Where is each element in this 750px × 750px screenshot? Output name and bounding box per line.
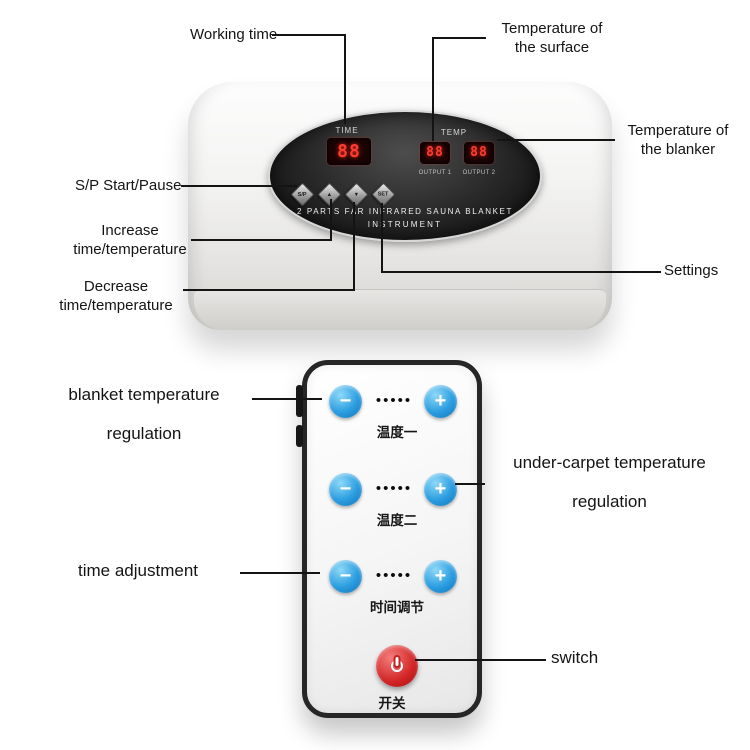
temp-label: TEMP [440,128,468,137]
callout-switch: switch [551,648,599,667]
temp1-minus-button[interactable]: − [329,385,362,418]
temp2-minus-button[interactable]: − [329,473,362,506]
callout-line [252,398,322,400]
callout-line [415,659,546,661]
callout-under-carpet-regulation-line1: under-carpet temperature [513,453,706,472]
callout-under-carpet-regulation: under-carpet temperature regulation [482,452,737,513]
callout-line [330,199,332,241]
temp1-plus-button[interactable]: + [424,385,457,418]
time-display: 88 [327,138,371,165]
callout-start-pause: S/P Start/Pause [75,177,182,194]
power-label: 开关 [378,696,406,711]
time-plus-button[interactable]: + [424,560,457,593]
callout-decrease-line2: time/temperature [59,297,173,314]
up-arrow-icon: ▲ [326,191,333,198]
callout-decrease: Decrease time/temperature [56,277,176,315]
callout-line [240,572,320,574]
remote-row-temperature-1: − ••••• + 温度一 [307,381,477,461]
indicator-dots: ••••• [375,480,413,497]
callout-surface-temperature-line1: Temperature of [501,20,603,37]
device-name-line2: INSTRUMENT [367,220,443,229]
callout-surface-temperature-line2: the surface [514,39,590,56]
temp1-row-label: 温度一 [376,425,418,440]
output1-label: OUTPUT 1 [418,170,452,176]
power-button[interactable] [376,645,418,687]
callout-blanket-regulation: blanket temperature regulation [38,384,250,445]
callout-line [497,139,615,141]
callout-decrease-line1: Decrease [83,278,149,295]
callout-surface-temperature: Temperature of the surface [486,19,618,57]
control-box: TIME 88 TEMP 88 88 OUTPUT 1 OUTPUT 2 S/P… [188,82,612,330]
remote-side-button[interactable] [296,385,303,417]
callout-line [455,483,485,485]
temp2-row-label: 温度二 [376,513,418,528]
remote-control: − ••••• + 温度一 − ••••• + 温度二 − ••••• + 时间… [296,360,482,718]
callout-line [191,239,332,241]
remote-side-button[interactable] [296,425,303,447]
settings-button-label: SET [378,191,389,198]
callout-blanket-regulation-line2: regulation [106,424,182,443]
settings-button[interactable]: SET [371,182,396,207]
callout-blanket-temperature-line1: Temperature of [627,122,729,139]
callout-line [432,37,434,141]
device-name-line1: 2 PARTS FAR INFRARED SAUNA BLANKET [297,207,513,216]
time-label: TIME [335,126,359,135]
temp2-plus-button[interactable]: + [424,473,457,506]
callout-line [183,289,355,291]
time-row-label: 时间调节 [370,600,424,615]
callout-under-carpet-regulation-line2: regulation [572,492,647,511]
surface-temp-display: 88 [420,142,450,164]
callout-settings: Settings [664,262,719,279]
callout-line [353,202,355,291]
callout-working-time: Working time [190,26,278,43]
callout-line [344,34,346,124]
remote-row-temperature-2: − ••••• + 温度二 [307,469,477,549]
callout-line [272,34,345,36]
start-pause-button-label: S/P [298,191,307,198]
time-minus-button[interactable]: − [329,560,362,593]
callout-line [181,185,297,187]
output2-label: OUTPUT 2 [462,170,496,176]
callout-line [432,37,486,39]
decrease-button[interactable]: ▼ [344,182,369,207]
callout-increase-line2: time/temperature [73,241,187,258]
callout-blanket-temperature: Temperature of the blanker [617,121,739,159]
callout-line [383,271,661,273]
callout-blanket-regulation-line1: blanket temperature [68,385,220,404]
indicator-dots: ••••• [375,567,413,584]
callout-blanket-temperature-line2: the blanker [640,141,716,158]
down-arrow-icon: ▼ [353,191,360,198]
remote-row-time: − ••••• + 时间调节 [307,556,477,636]
callout-line [381,203,383,273]
callout-increase: Increase time/temperature [70,221,190,259]
callout-increase-line1: Increase [101,222,159,239]
indicator-dots: ••••• [375,392,413,409]
power-icon [388,657,406,675]
control-panel: TIME 88 TEMP 88 88 OUTPUT 1 OUTPUT 2 S/P… [268,110,542,242]
control-box-front [194,289,606,330]
callout-time-adjustment: time adjustment [78,561,198,580]
blanket-temp-display: 88 [464,142,494,164]
